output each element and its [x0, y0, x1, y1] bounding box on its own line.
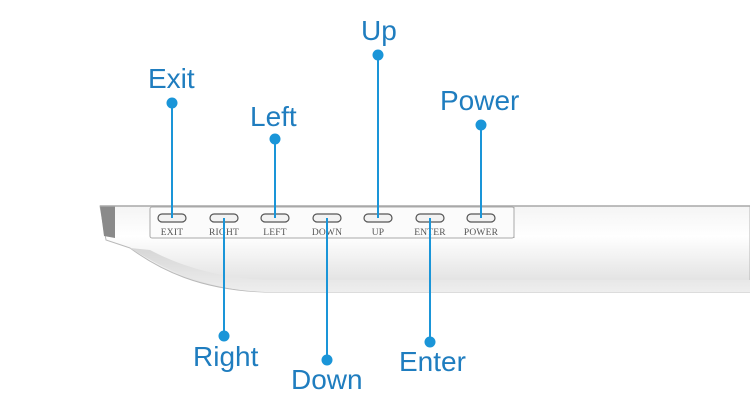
exit-leader-dot	[166, 97, 178, 109]
power-leader-dot	[475, 119, 487, 131]
left-callout-label: Left	[250, 101, 297, 132]
enter-callout-label: Enter	[399, 346, 466, 377]
left-button-label: LEFT	[263, 228, 287, 238]
down-leader-dot	[321, 354, 333, 366]
power-callout-label: Power	[440, 85, 520, 116]
exit-callout-label: Exit	[148, 63, 195, 94]
enter-leader-dot	[424, 336, 436, 348]
right-leader-dot	[218, 330, 230, 342]
up-button-label: UP	[372, 228, 385, 238]
right-callout-label: Right	[193, 341, 259, 372]
left-leader-dot	[269, 133, 281, 145]
down-callout-label: Down	[291, 364, 363, 395]
power-button-label: POWER	[464, 228, 499, 238]
monitor-bottom-edge	[130, 248, 750, 292]
exit-button-label: EXIT	[161, 228, 183, 238]
rear-bezel	[100, 206, 115, 238]
up-leader-dot	[372, 49, 384, 61]
up-callout-label: Up	[361, 15, 397, 46]
